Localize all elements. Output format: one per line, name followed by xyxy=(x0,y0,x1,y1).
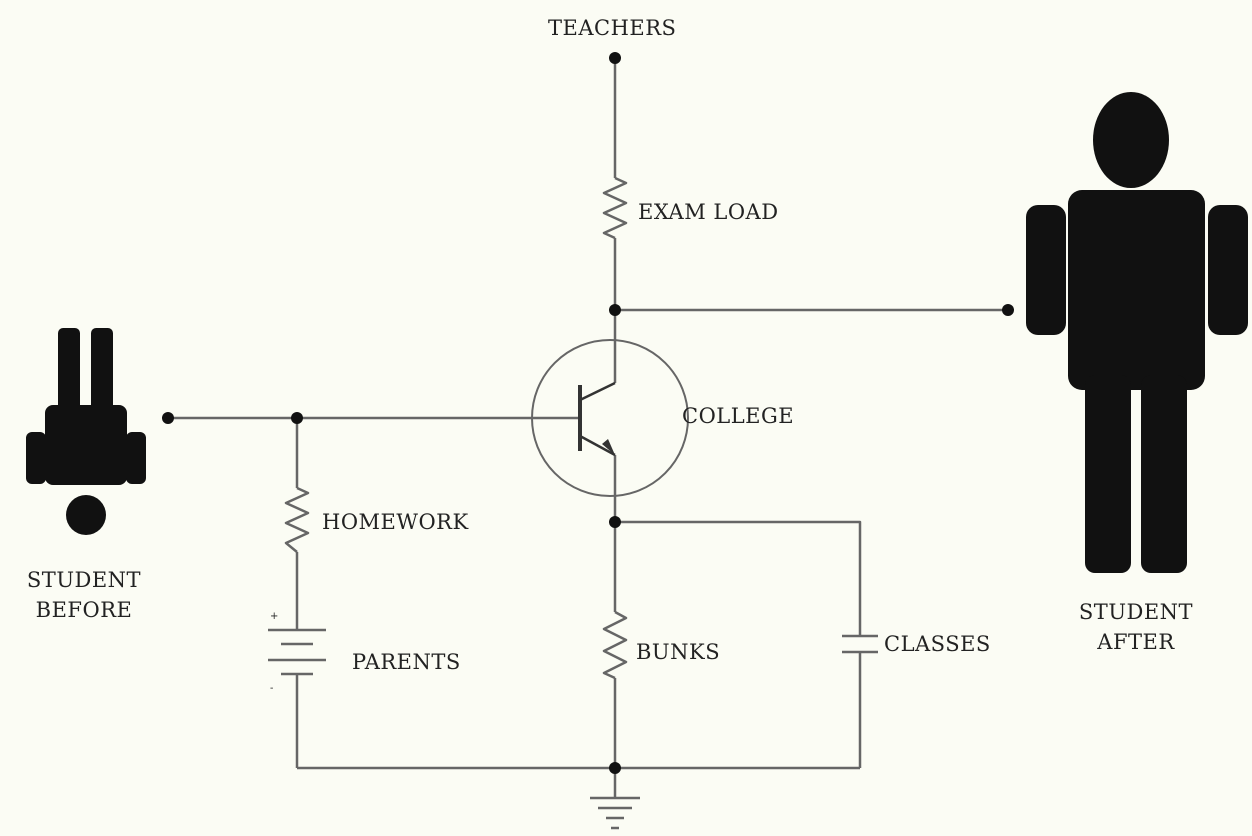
student-before-label-line2: BEFORE xyxy=(35,598,133,623)
resistor-bunks xyxy=(602,610,628,680)
battery-minus-label: - xyxy=(270,683,274,694)
junction-teachers xyxy=(609,52,621,64)
student-after-label-line2: AFTER xyxy=(1097,630,1175,655)
parents-label: PARENTS xyxy=(352,650,461,674)
junction-student-after xyxy=(1002,304,1014,316)
bunks-label: BUNKS xyxy=(636,640,721,664)
student-before-label: STUDENT BEFORE xyxy=(14,565,154,626)
student-after-label: STUDENT AFTER xyxy=(1066,597,1206,658)
transistor-envelope xyxy=(531,339,689,497)
teachers-label: TEACHERS xyxy=(548,16,677,40)
college-label: COLLEGE xyxy=(682,404,795,428)
battery-plus-label: + xyxy=(270,611,279,622)
classes-label: CLASSES xyxy=(884,632,991,656)
junction-output xyxy=(609,304,621,316)
resistor-exam-load xyxy=(602,176,628,240)
junction-base xyxy=(291,412,303,424)
exam-load-label: EXAM LOAD xyxy=(638,200,779,224)
junction-emitter xyxy=(609,516,621,528)
junction-input xyxy=(162,412,174,424)
homework-label: HOMEWORK xyxy=(322,510,469,534)
student-after-label-line1: STUDENT xyxy=(1078,600,1194,624)
resistor-homework xyxy=(284,486,310,553)
transistor-emitter-arrow xyxy=(602,439,615,455)
transistor-emitter-lead xyxy=(579,434,616,457)
junction-ground xyxy=(609,762,621,774)
student-after-icon xyxy=(1026,92,1248,573)
student-before-icon xyxy=(26,328,146,535)
transistor-collector-lead xyxy=(579,381,616,402)
wire-emitter-to-classes xyxy=(615,520,862,636)
student-before-label-line1: STUDENT xyxy=(26,568,142,592)
